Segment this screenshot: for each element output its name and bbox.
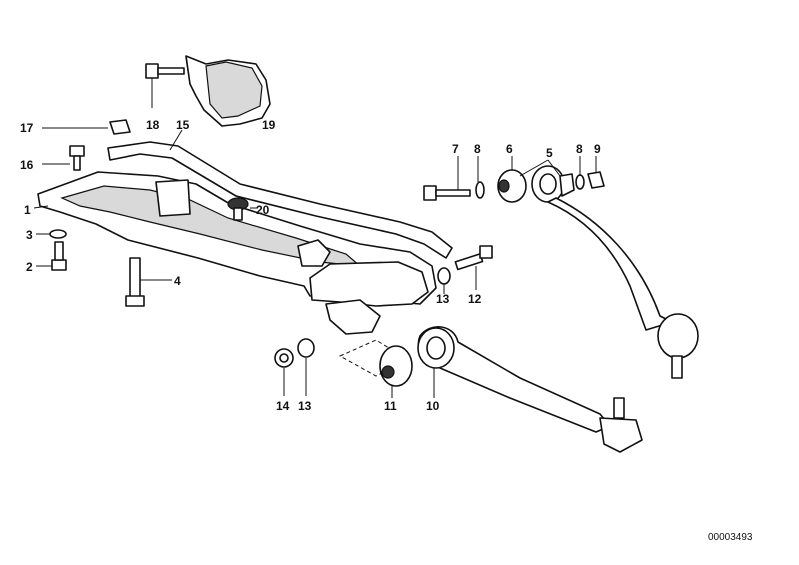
callouts: 1 2 3 4 5 6 7 8 8 9 10 11 12 13 13 14 15… — [20, 118, 601, 413]
callout-11: 11 — [384, 399, 397, 413]
bushing-6 — [497, 156, 527, 203]
callout-5: 5 — [546, 146, 553, 160]
bushing-11 — [379, 345, 413, 398]
callout-20: 20 — [256, 203, 270, 217]
callout-1: 1 — [24, 203, 31, 217]
callout-13b: 13 — [298, 399, 312, 413]
washer-13-upper — [437, 267, 451, 294]
washer-8-right — [575, 156, 585, 190]
callout-15: 15 — [176, 118, 190, 132]
control-arm-10 — [417, 326, 643, 453]
callout-16: 16 — [20, 158, 34, 172]
callout-17: 17 — [20, 121, 34, 135]
control-arm-5 — [531, 165, 699, 379]
callout-6: 6 — [506, 142, 513, 156]
callout-8b: 8 — [576, 142, 583, 156]
cross-brace — [107, 129, 453, 259]
heat-shield — [185, 55, 271, 127]
callout-18: 18 — [146, 118, 160, 132]
bolt-7 — [423, 156, 471, 201]
bolt-18 — [145, 63, 185, 108]
washer-8-left — [475, 156, 485, 199]
bolt-4 — [125, 257, 172, 307]
diagram-reference-number: 00003493 — [708, 532, 753, 543]
callout-7: 7 — [452, 142, 459, 156]
callout-14: 14 — [276, 399, 290, 413]
callout-8a: 8 — [474, 142, 481, 156]
bolt-16 — [42, 145, 85, 171]
bolt-12 — [454, 245, 493, 290]
callout-19: 19 — [262, 118, 276, 132]
callout-12: 12 — [468, 292, 482, 306]
callout-13a: 13 — [436, 292, 450, 306]
washer-13-lower — [297, 338, 315, 396]
washer-3 — [36, 229, 67, 239]
front-subframe — [37, 171, 437, 335]
nut-9 — [587, 156, 605, 189]
nut-17 — [42, 119, 131, 135]
callout-2: 2 — [26, 260, 33, 274]
callout-3: 3 — [26, 228, 33, 242]
bolt-2 — [36, 241, 67, 271]
callout-4: 4 — [174, 274, 181, 288]
callout-10: 10 — [426, 399, 440, 413]
nut-14 — [274, 348, 294, 396]
rubber-stop — [227, 197, 258, 221]
callout-9: 9 — [594, 142, 601, 156]
